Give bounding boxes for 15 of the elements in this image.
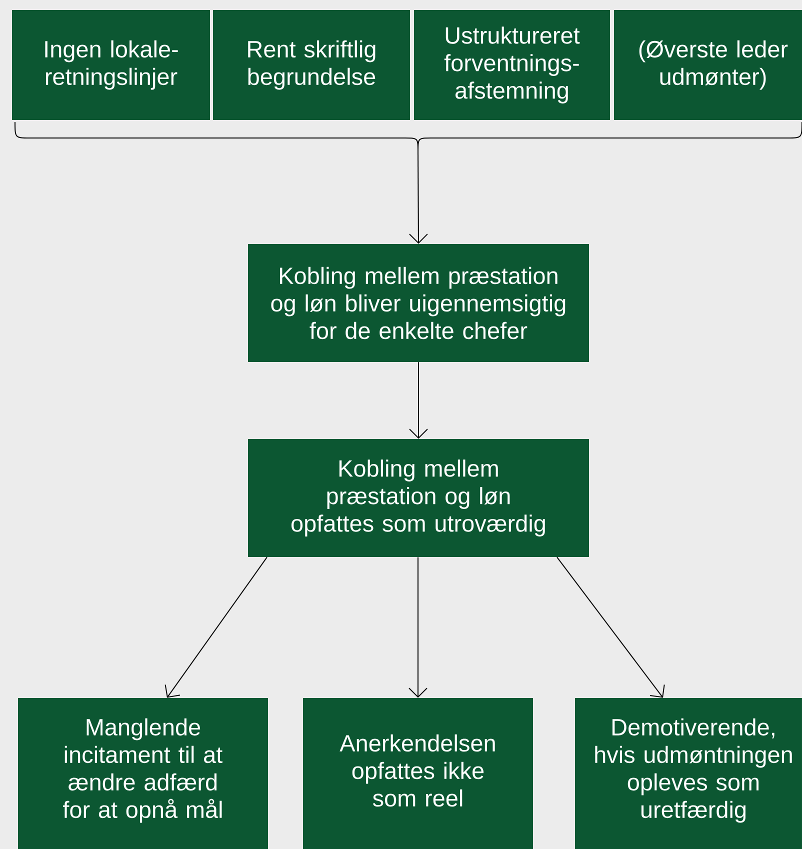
arrow [409, 362, 428, 439]
process-box: Ustruktureret forventnings-afstemning [414, 10, 610, 120]
arrow [556, 556, 665, 698]
process-box: (Øverste leder udmønter) [614, 10, 802, 120]
arrow [164, 556, 268, 698]
process-box: Manglende incitament til at ændre adfærd for at opnå mål [18, 698, 268, 849]
process-box: Demotiverende, hvis udmøntningen opleves som uretfærdig [575, 698, 802, 849]
arrow [408, 556, 428, 698]
process-box: Anerkendelsen opfattes ikke som reel [303, 698, 533, 849]
process-box: Rent skriftlig begrundelse [213, 10, 410, 120]
process-box: Kobling mellem præstation og løn bliver uigennemsigtig for de enkelte chefer [248, 244, 589, 362]
brace [14, 122, 802, 152]
process-box: Kobling mellem præstation og løn opfattes som utroværdig [248, 439, 589, 557]
arrow [408, 152, 428, 244]
process-box: Ingen lokale-retningslinjer [12, 10, 210, 120]
